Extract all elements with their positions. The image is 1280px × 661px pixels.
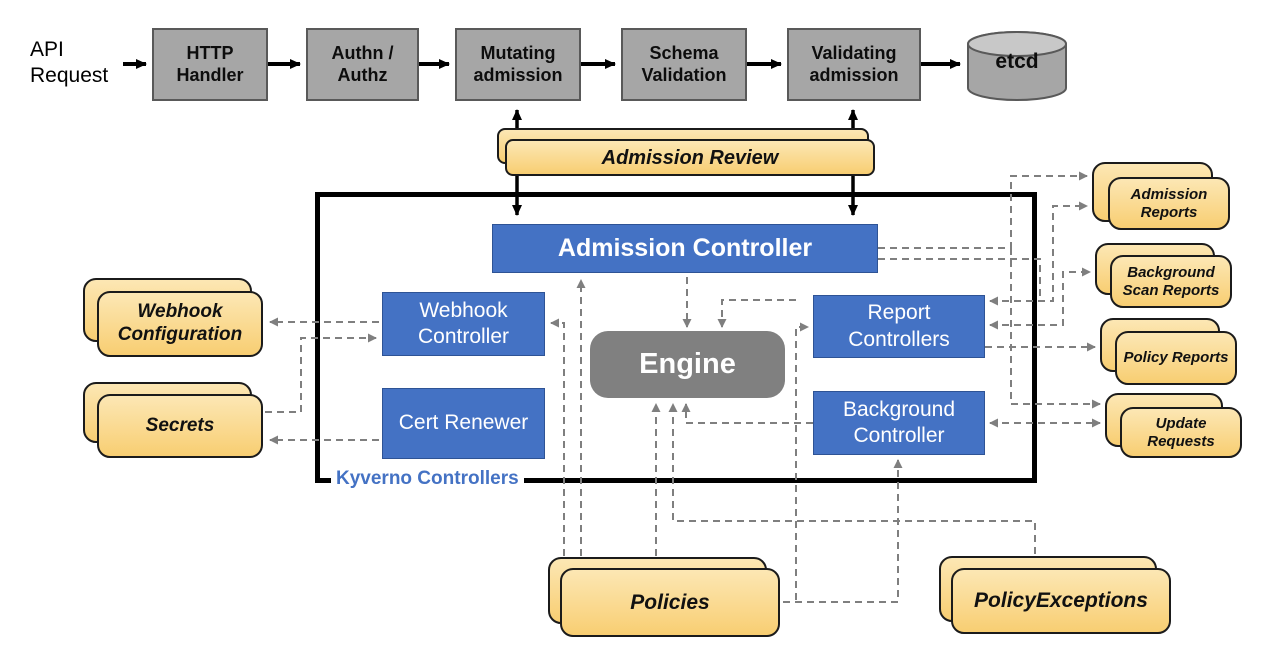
background-scan-reports-stack: Background Scan Reports [1095,243,1234,310]
flow-box-http-handler: HTTP Handler [152,28,268,101]
flow-box-authn-authz: Authn / Authz [306,28,419,101]
background-controller-box: Background Controller [813,391,985,455]
flow-box-validating-admission: Validating admission [787,28,921,101]
policy-reports-label: Policy Reports [1115,331,1237,385]
secrets-label: Secrets [97,394,263,458]
etcd-label: etcd [995,50,1039,73]
policy-exceptions-label: PolicyExceptions [951,568,1171,634]
admission-controller-box: Admission Controller [492,224,878,273]
policies-stack: Policies [548,557,782,639]
etcd-database-cylinder: etcd [966,30,1068,102]
admission-review-stack: Admission Review [497,128,878,176]
webhook-configuration-stack: Webhook Configuration [83,278,266,358]
report-controllers-box: Report Controllers [813,295,985,358]
update-requests-label: Update Requests [1120,407,1242,458]
policy-reports-stack: Policy Reports [1100,318,1239,387]
admission-review-label: Admission Review [505,139,875,176]
api-request-label: API Request [30,38,109,88]
flow-box-mutating-admission: Mutating admission [455,28,581,101]
admission-reports-label: Admission Reports [1108,177,1230,230]
secrets-stack: Secrets [83,382,266,460]
policies-label: Policies [560,568,780,637]
kyverno-controllers-label: Kyverno Controllers [331,468,524,490]
admission-reports-stack: Admission Reports [1092,162,1232,232]
update-requests-stack: Update Requests [1105,393,1244,460]
webhook-configuration-label: Webhook Configuration [97,291,263,357]
engine-box: Engine [590,331,785,398]
cert-renewer-box: Cert Renewer [382,388,545,459]
cylinder-shape [967,31,1067,101]
webhook-controller-box: Webhook Controller [382,292,545,356]
background-scan-reports-label: Background Scan Reports [1110,255,1232,308]
policy-exceptions-stack: PolicyExceptions [939,556,1173,636]
flow-box-schema-validation: Schema Validation [621,28,747,101]
